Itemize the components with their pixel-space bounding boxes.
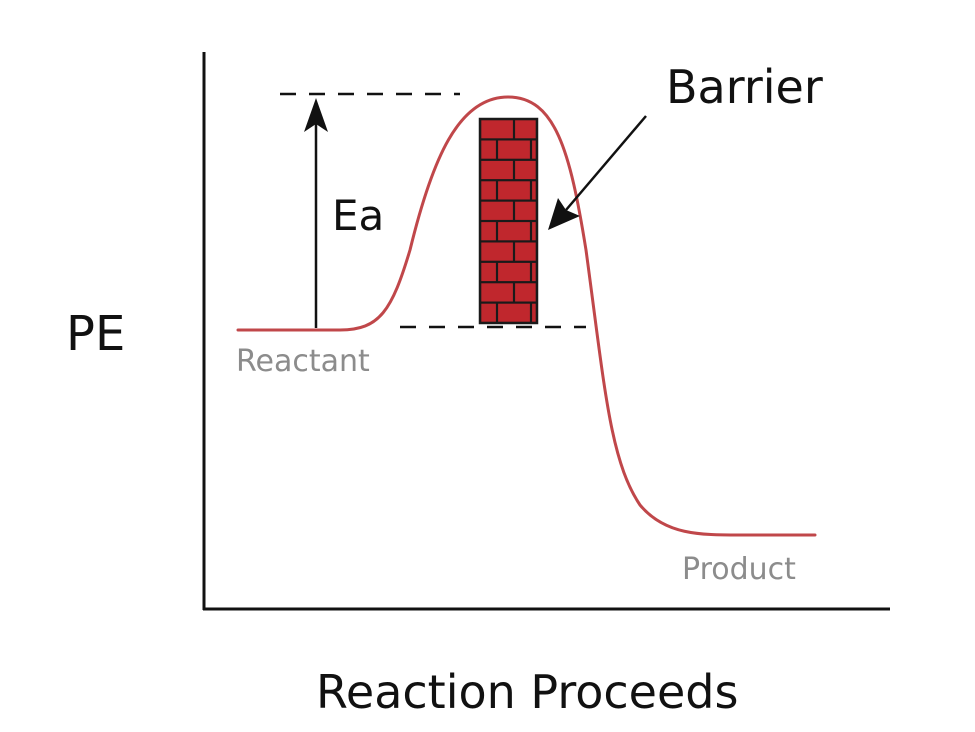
product-label: Product — [682, 552, 796, 587]
brick — [498, 263, 530, 281]
brick — [532, 304, 536, 322]
brick — [481, 243, 513, 261]
brick — [498, 141, 530, 159]
brick — [481, 283, 513, 301]
reactant-label: Reactant — [236, 344, 370, 379]
brick — [515, 202, 536, 220]
brick — [532, 181, 536, 199]
brick — [515, 283, 536, 301]
brick — [515, 243, 536, 261]
barrier-pointer-line — [566, 116, 646, 210]
brick — [481, 202, 513, 220]
brick — [532, 141, 536, 159]
barrier-pointer-head — [548, 198, 580, 230]
y-axis-label: PE — [66, 306, 125, 362]
brick — [498, 304, 530, 322]
brick — [481, 161, 513, 179]
brick — [515, 120, 536, 138]
brick — [515, 161, 536, 179]
brick — [481, 304, 496, 322]
brick-wall-icon — [480, 119, 537, 323]
brick — [481, 141, 496, 159]
brick — [532, 222, 536, 240]
brick — [481, 222, 496, 240]
barrier-label: Barrier — [666, 60, 823, 114]
brick — [481, 120, 513, 138]
activation-energy-label: Ea — [332, 191, 384, 240]
brick — [498, 181, 530, 199]
brick — [498, 222, 530, 240]
brick — [532, 263, 536, 281]
x-axis-label: Reaction Proceeds — [316, 665, 738, 719]
brick — [481, 263, 496, 281]
brick — [481, 181, 496, 199]
